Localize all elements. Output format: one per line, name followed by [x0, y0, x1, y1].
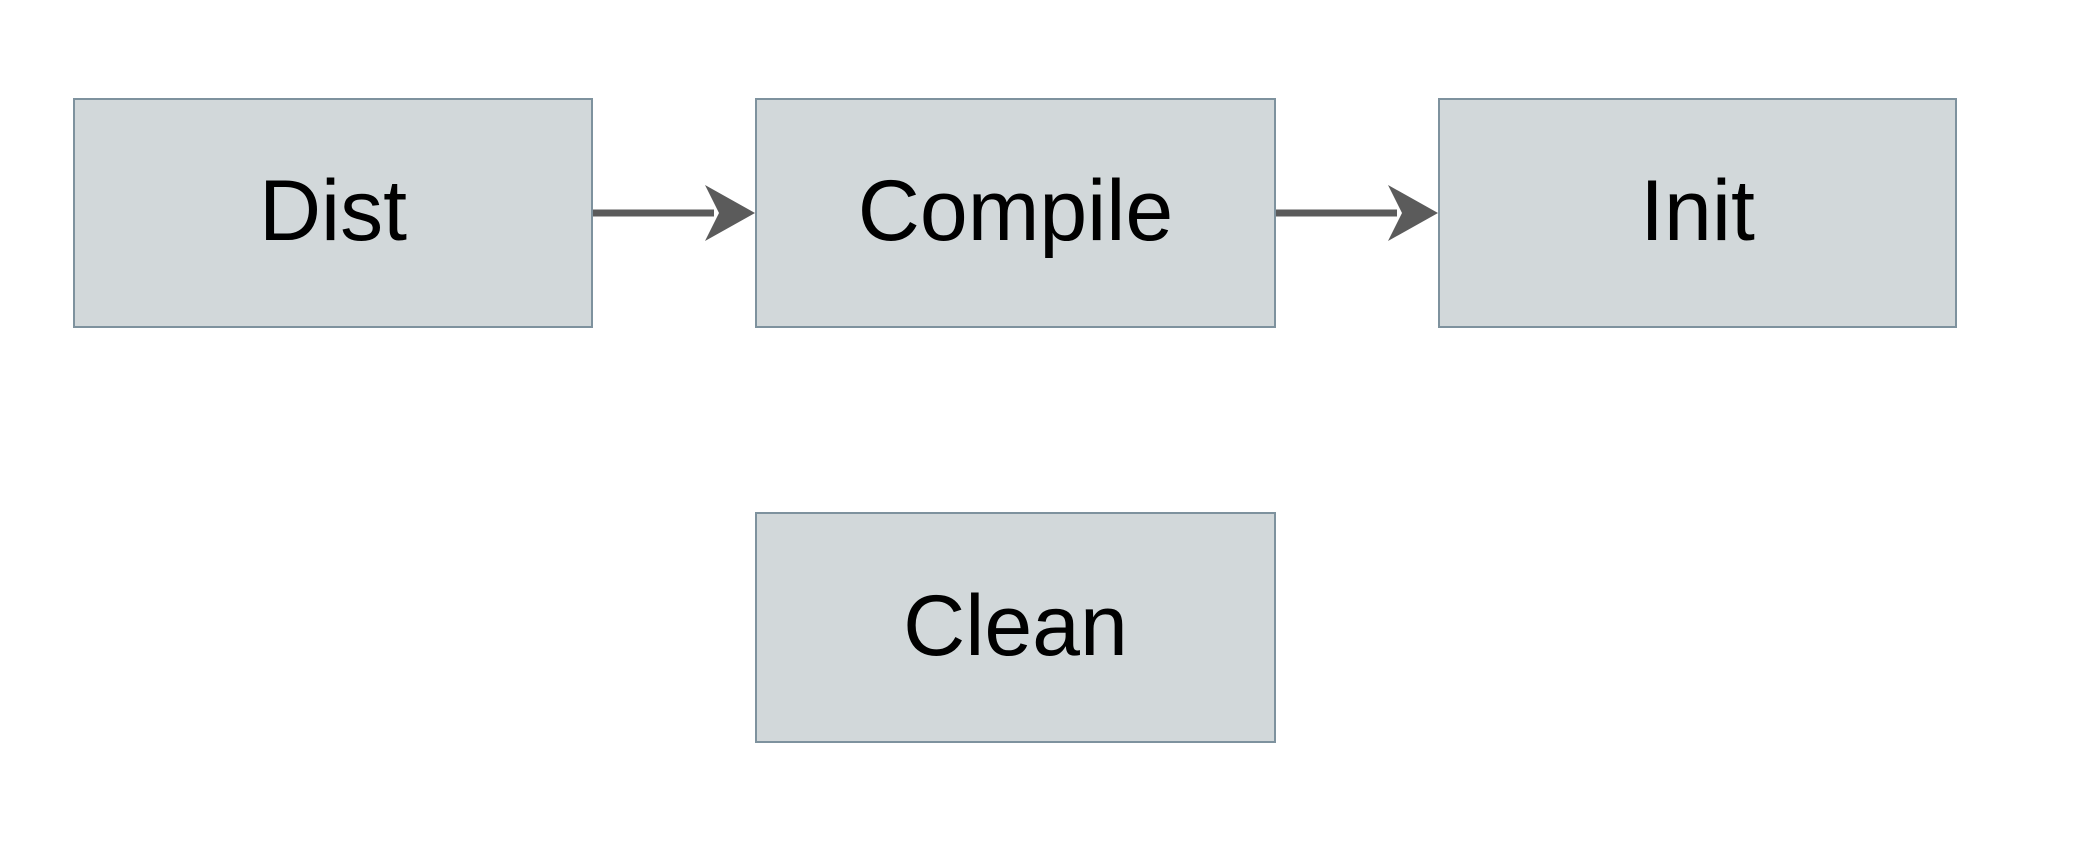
- arrowhead-icon: [705, 185, 755, 241]
- node-dist-label: Dist: [258, 163, 408, 259]
- arrowhead-icon: [1388, 185, 1438, 241]
- arrow-compile-to-init: [1276, 185, 1438, 241]
- node-clean[interactable]: Clean: [755, 512, 1276, 743]
- arrow-dist-to-compile: [593, 185, 755, 241]
- node-init-label: Init: [1640, 163, 1755, 259]
- node-compile-label: Compile: [857, 163, 1174, 259]
- node-clean-label: Clean: [903, 577, 1128, 674]
- node-compile[interactable]: Compile: [755, 98, 1276, 328]
- node-init[interactable]: Init: [1438, 98, 1957, 328]
- node-dist[interactable]: Dist: [73, 98, 593, 328]
